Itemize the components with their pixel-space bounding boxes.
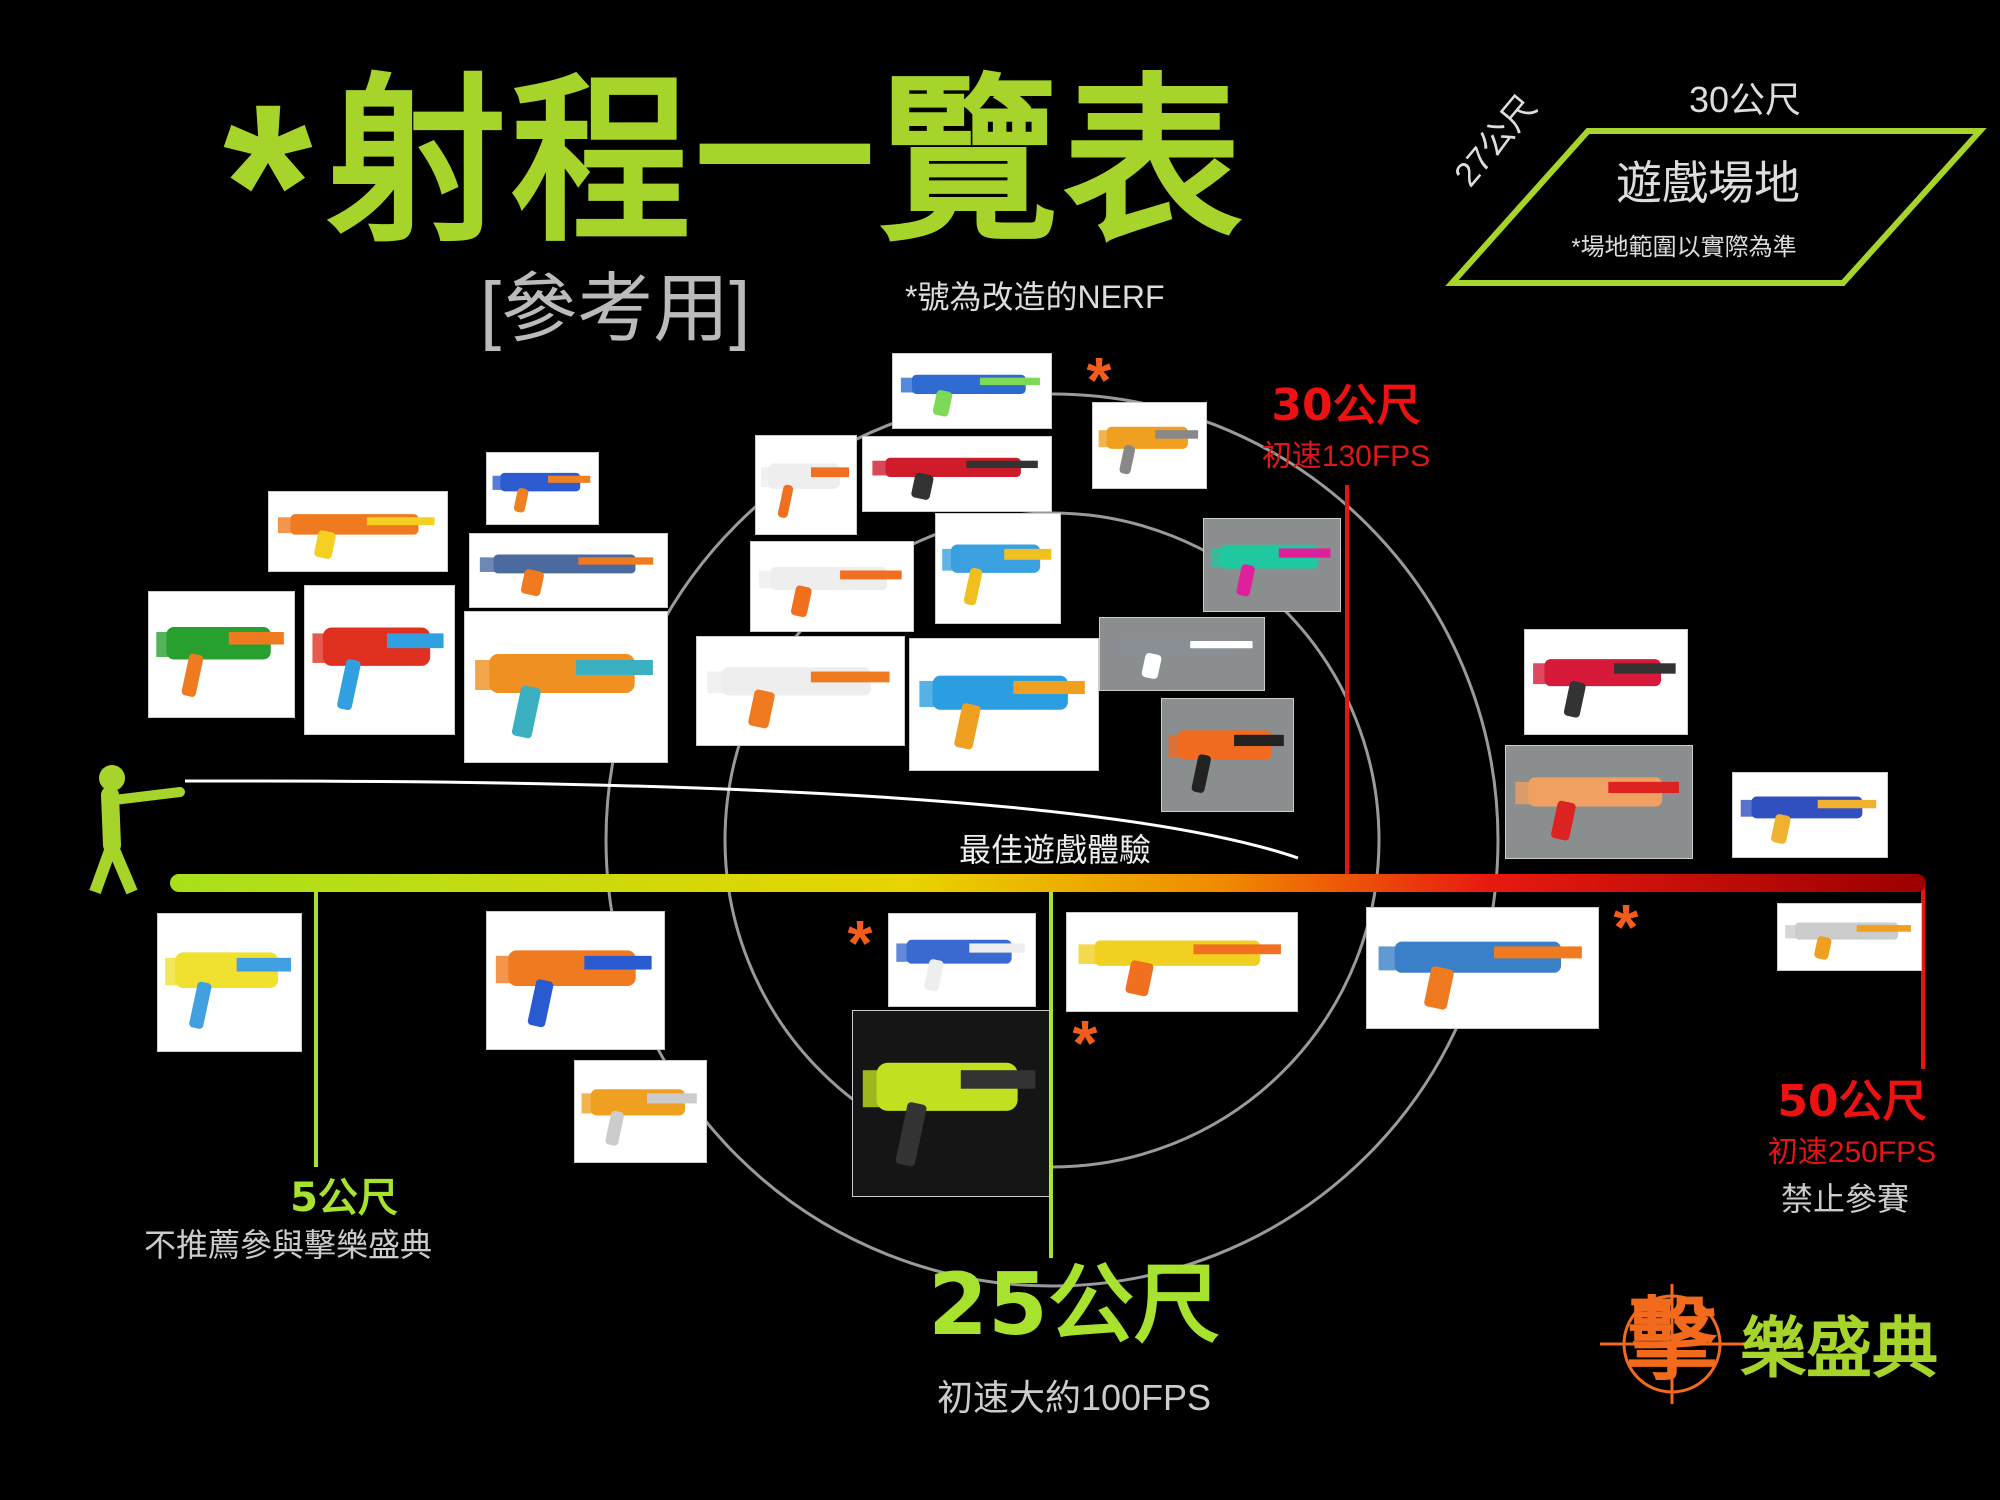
blaster-icon (896, 939, 1025, 992)
marker-25m-distance: 25公尺 (928, 1255, 1220, 1355)
marker-50m-caption: 初速250FPS (1767, 1136, 1937, 1169)
range-axis-bar (170, 874, 1926, 892)
blaster-icon (1533, 659, 1676, 718)
blaster-photo (909, 638, 1099, 771)
blaster-icon (872, 457, 1038, 500)
blaster-photo (1099, 617, 1265, 691)
blaster-icon (479, 554, 654, 597)
trajectory-curve (184, 779, 1299, 860)
blaster-icon (277, 514, 435, 559)
blaster-icon (1078, 940, 1281, 997)
marker-50m-distance: 50公尺 (1777, 1076, 1927, 1127)
blaster-icon (312, 627, 444, 711)
modified-asterisk: * (1086, 344, 1112, 416)
marker-25m-caption: 初速大約100FPS (936, 1377, 1212, 1418)
blaster-icon (475, 654, 653, 739)
blaster-icon (495, 950, 652, 1028)
blaster-icon (1168, 730, 1284, 793)
marker-5m-caption: 不推薦參與擊樂盛典 (143, 1227, 433, 1263)
title-asterisk: * (223, 56, 317, 313)
blaster-photo (1732, 772, 1888, 858)
blaster-photo (1092, 402, 1207, 489)
blaster-icon (165, 952, 291, 1029)
blaster-photo (1203, 518, 1341, 612)
blaster-icon (761, 463, 849, 518)
modified-note: *號為改造的NERF (905, 279, 1165, 315)
blaster-photo (750, 541, 914, 632)
logo-text: 樂盛典 (1740, 1310, 1938, 1387)
blaster-icon (1740, 796, 1877, 844)
field-width-label: 30公尺 (1688, 79, 1802, 120)
blaster-photo (486, 911, 665, 1050)
crosshair-icon (1600, 1284, 1750, 1404)
blaster-icon (942, 544, 1052, 606)
blaster-icon (1210, 544, 1331, 597)
blaster-photo (268, 491, 448, 572)
blaster-icon (492, 472, 591, 513)
marker-30m-distance: 30公尺 (1271, 380, 1421, 431)
blaster-icon (156, 627, 284, 697)
blaster-photo (1505, 745, 1693, 859)
blaster-photo (574, 1060, 707, 1163)
play-field-outline (1445, 128, 1987, 286)
blaster-photo (862, 436, 1052, 512)
marker-50m-warning: 禁止參賽 (1780, 1181, 1910, 1217)
blaster-photo (1777, 903, 1922, 971)
blaster-photo (304, 585, 455, 735)
marker-30m-caption: 初速130FPS (1261, 440, 1431, 473)
event-logo: 擊 樂盛典 (1590, 1282, 1990, 1407)
blaster-photo (1524, 629, 1688, 735)
blaster-photo (1066, 912, 1298, 1012)
blaster-photo (696, 636, 905, 746)
modified-asterisk: * (847, 907, 873, 979)
blaster-icon (919, 675, 1085, 750)
range-circle-outer (604, 392, 1500, 1288)
title-text: 射程一覽表 (326, 62, 1247, 263)
blaster-photo (888, 913, 1036, 1007)
blaster-icon (1515, 777, 1679, 841)
blaster-photo (1161, 698, 1294, 812)
blaster-photo (464, 611, 668, 763)
blaster-photo (852, 1010, 1050, 1197)
modified-asterisk: * (1072, 1007, 1098, 1079)
blaster-icon (707, 667, 890, 729)
blaster-photo (1366, 907, 1599, 1029)
blaster-photo (486, 452, 599, 525)
field-name: 遊戲場地 (1616, 157, 1800, 209)
reference-subtitle: [參考用] (480, 267, 751, 352)
blaster-icon (900, 374, 1040, 417)
trajectory-label: 最佳遊戲體驗 (958, 832, 1152, 868)
blaster-icon (1785, 922, 1911, 960)
logo-first-char: 擊 (1627, 1288, 1717, 1393)
blaster-icon (759, 566, 902, 618)
blaster-photo (469, 533, 668, 608)
shooter-figure-icon (89, 765, 185, 895)
modified-asterisk: * (1613, 891, 1639, 963)
blaster-icon (1098, 426, 1199, 475)
blaster-icon (862, 1062, 1036, 1167)
blaster-photo (935, 513, 1061, 624)
blaster-icon (1378, 941, 1582, 1010)
page-title: *射程一覽表 (223, 70, 1247, 300)
field-disclaimer: *場地範圍以實際為準 (1571, 234, 1797, 261)
blaster-icon (581, 1089, 697, 1146)
blaster-photo (157, 913, 302, 1052)
blaster-photo (148, 591, 295, 718)
blaster-photo (755, 435, 857, 535)
marker-5m-distance: 5公尺 (290, 1175, 398, 1221)
blaster-photo (892, 353, 1052, 429)
blaster-icon (1108, 638, 1253, 679)
